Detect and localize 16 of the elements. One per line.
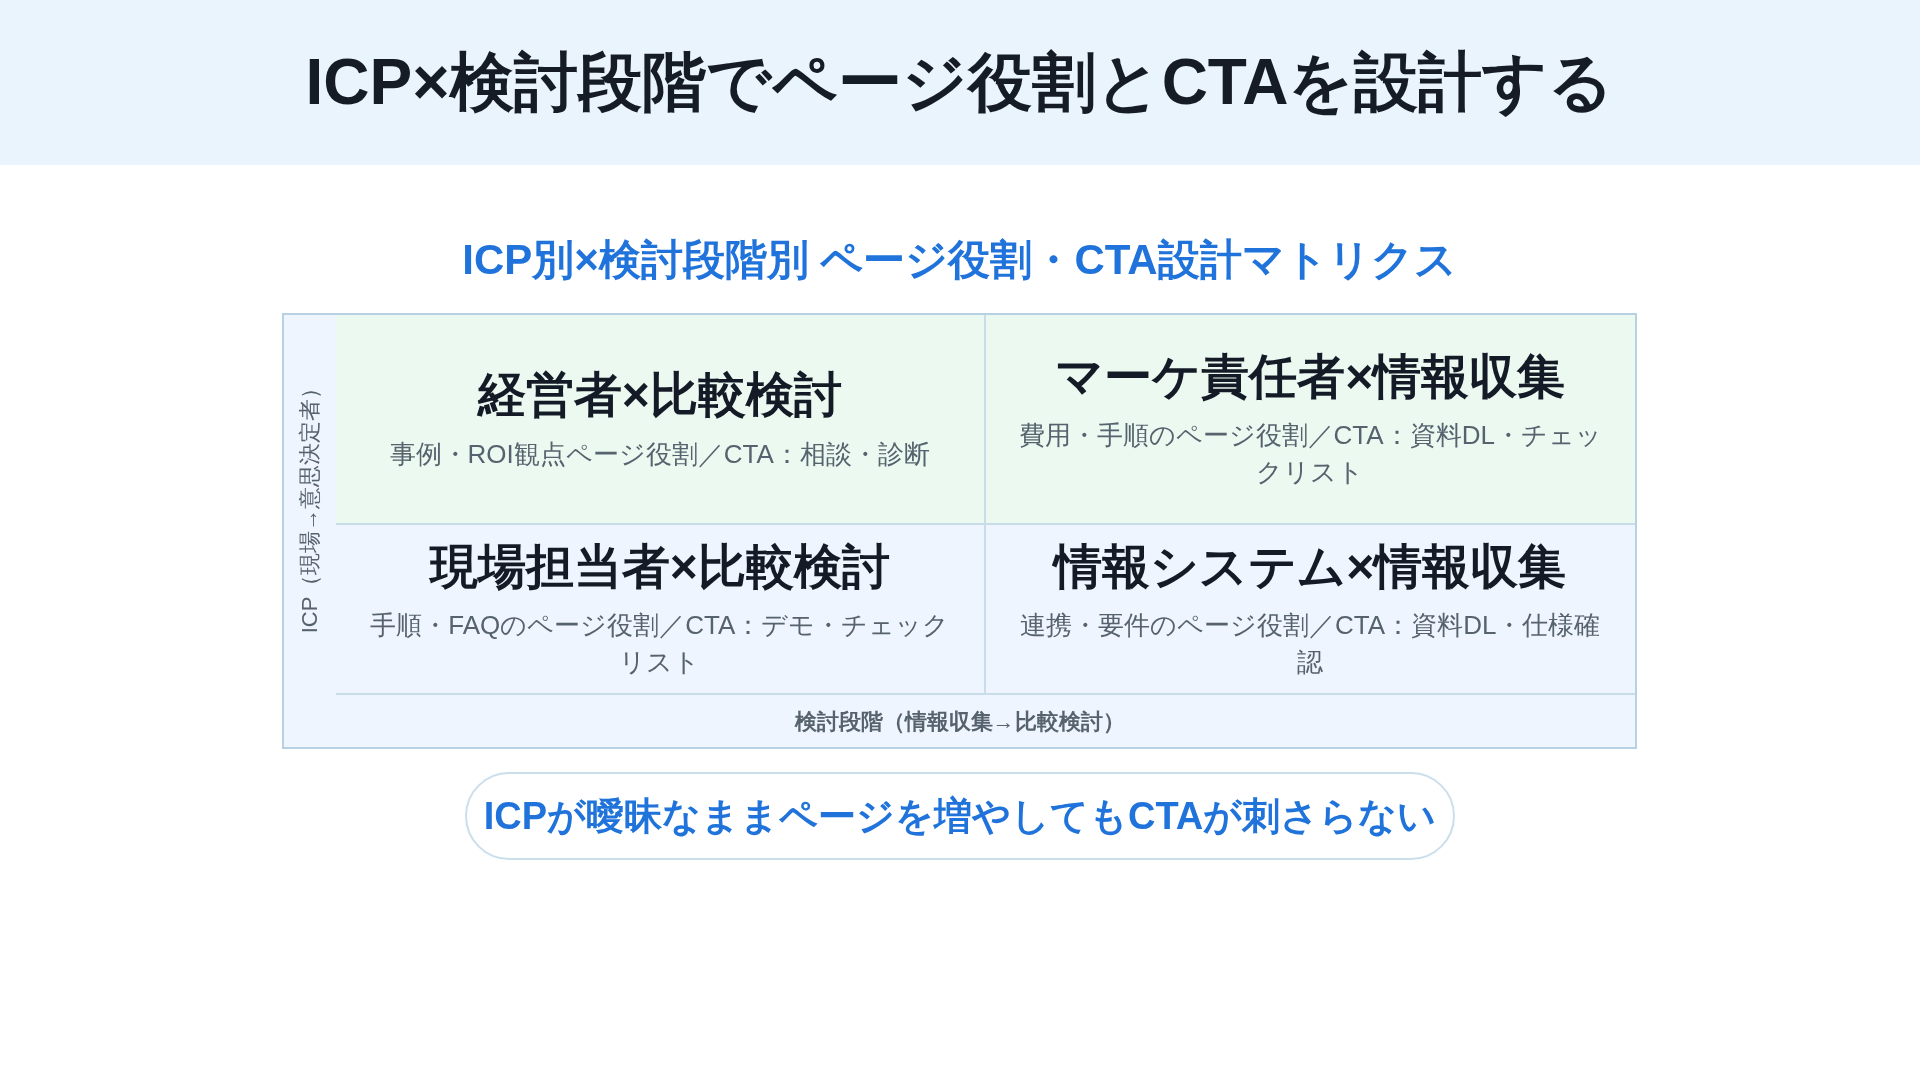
cell-heading: 現場担当者×比較検討 <box>429 538 890 595</box>
cell-heading: 情報システム×情報収集 <box>1054 538 1567 595</box>
cell-heading: マーケ責任者×情報収集 <box>1055 348 1566 405</box>
cell-description: 手順・FAQのページ役割／CTA：デモ・チェックリスト <box>369 609 951 679</box>
quadrant-cell <box>985 315 1635 525</box>
axis-label: 検討段階（情報収集→比較検討） <box>794 708 1125 736</box>
cell-description: 事例・ROI観点ページ役割／CTA：相談・診断 <box>389 437 930 471</box>
quadrant-cell <box>336 525 986 695</box>
quadrant-cell <box>336 315 986 525</box>
cell-description: 連携・要件のページ役割／CTA：資料DL・仕様確認 <box>1019 609 1602 679</box>
page-title: ICP×検討段階でページ役割とCTAを設計する <box>305 45 1615 120</box>
cell-description: 費用・手順のページ役割／CTA：資料DL・チェックリスト <box>1017 419 1603 489</box>
callout-text: ICPが曖昧なままページを増やしてもCTAが刺さらない <box>483 793 1437 839</box>
axis-label: ICP（現場→意思決定者） <box>296 376 323 634</box>
matrix-heading: ICP別×検討段階別 ページ役割・CTA設計マトリクス <box>461 235 1458 285</box>
cell-heading: 経営者×比較検討 <box>477 367 842 423</box>
